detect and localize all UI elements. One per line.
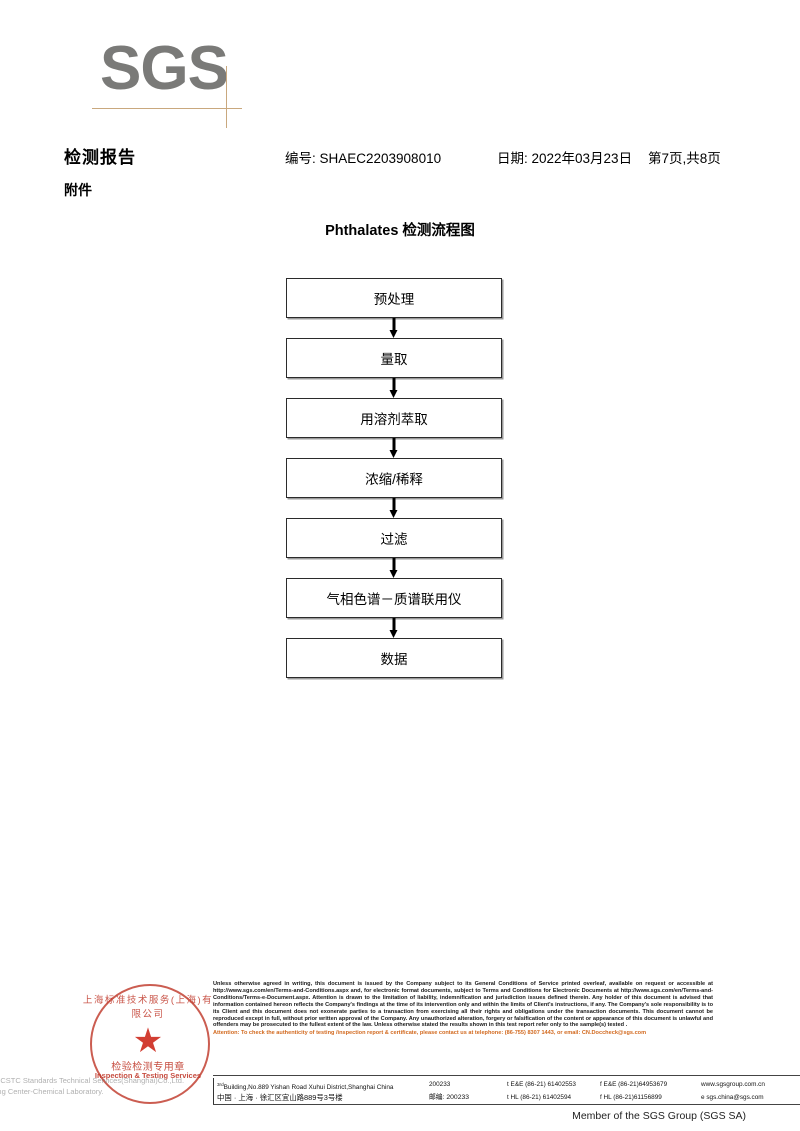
flow-node-7: 数据 [286, 638, 502, 678]
attention-notice: Attention: To check the authenticity of … [213, 1030, 647, 1037]
tel-en-1: t E&E (86-21) 61402553 [507, 1081, 576, 1088]
page-footer: 上海标准技术服务(上海)有限公司 ★ 检验检测专用章 Inspection & … [0, 975, 800, 1131]
flow-node-1: 预处理 [286, 278, 502, 318]
flow-node-label: 数据 [380, 652, 408, 667]
flow-node-label: 过滤 [380, 532, 408, 547]
attachment-label: 附件 [64, 182, 92, 198]
seal-english-text: Inspection & Testing Services [94, 1071, 202, 1080]
company-seal-stamp: 上海标准技术服务(上海)有限公司 ★ 检验检测专用章 Inspection & … [82, 980, 214, 1112]
address-en: 3rdBuilding,No.889 Yishan Road Xuhui Dis… [217, 1078, 393, 1094]
address-block: 3rdBuilding,No.889 Yishan Road Xuhui Dis… [213, 1078, 800, 1104]
watermark-line-1: SGS-CSTC Standards Technical Services(Sh… [0, 1076, 185, 1085]
zip-en: 200233 [429, 1081, 451, 1088]
address-en-text: Building,No.889 Yishan Road Xuhui Distri… [223, 1084, 394, 1092]
flow-node-3: 用溶剂萃取 [286, 398, 502, 438]
arrow-down-icon [389, 558, 399, 578]
email-link[interactable]: e sgs.china@sgs.com [701, 1094, 764, 1101]
seal-arc-text: 上海标准技术服务(上海)有限公司 [82, 995, 214, 1020]
tel-en-2: f E&E (86-21)64953679 [600, 1081, 668, 1088]
page-title: 检测报告 [64, 148, 136, 167]
website-link[interactable]: www.sgsgroup.com.cn [701, 1081, 765, 1088]
flow-connector-1 [286, 318, 502, 338]
flow-node-label: 气相色谱－质谱联用仪 [326, 592, 462, 607]
flowchart: 预处理 量取 用溶剂萃取 浓缩/稀释 [286, 278, 502, 678]
flow-node-2: 量取 [286, 338, 502, 378]
address-row-en: 3rdBuilding,No.889 Yishan Road Xuhui Dis… [217, 1078, 800, 1091]
seal-star-icon: ★ [132, 1022, 164, 1060]
flow-connector-2 [286, 378, 502, 398]
arrow-down-icon [389, 378, 399, 398]
footer-divider-top [213, 1075, 800, 1076]
lab-watermark: SGS-CSTC Standards Technical Services(Sh… [0, 1075, 192, 1097]
flow-node-5: 过滤 [286, 518, 502, 558]
flow-node-4: 浓缩/稀释 [286, 458, 502, 498]
flow-connector-5 [286, 558, 502, 578]
seal-circle-icon [90, 984, 210, 1104]
address-row-cn: 中国 · 上海 · 徐汇区宜山路889号3号楼 邮编: 200233 t HL … [217, 1091, 800, 1104]
sgs-logo: SGS [92, 34, 280, 128]
footer-divider-bottom [213, 1104, 800, 1105]
arrow-down-icon [389, 498, 399, 518]
arrow-down-icon [389, 318, 399, 338]
legal-body: Unless otherwise agreed in writing, this… [213, 981, 713, 1029]
flowchart-title: Phthalates 检测流程图 [325, 223, 475, 239]
sgs-logo-text: SGS [100, 34, 229, 103]
address-left-rule [213, 1078, 214, 1104]
logo-horizontal-rule [92, 108, 242, 109]
flow-node-6: 气相色谱－质谱联用仪 [286, 578, 502, 618]
watermark-line-2: Testing Center-Chemical Laboratory. [0, 1087, 104, 1096]
seal-chinese-text: 检验检测专用章 [111, 1062, 185, 1073]
legal-disclaimer: Unless otherwise agreed in writing, this… [213, 981, 713, 1037]
flow-connector-3 [286, 438, 502, 458]
logo-vertical-rule [226, 66, 227, 128]
page-indicator: 第7页,共8页 [648, 151, 721, 166]
address-ordinal-suffix: 3rd [217, 1082, 224, 1087]
report-number: 编号: SHAEC2203908010 [285, 151, 442, 166]
arrow-down-icon [389, 618, 399, 638]
member-line: Member of the SGS Group (SGS SA) [572, 1110, 746, 1122]
tel-cn-1: t HL (86-21) 61402594 [507, 1094, 572, 1101]
flow-connector-4 [286, 498, 502, 518]
flow-node-label: 量取 [380, 352, 408, 367]
address-cn: 中国 · 上海 · 徐汇区宜山路889号3号楼 [217, 1093, 343, 1102]
flow-node-label: 浓缩/稀释 [365, 472, 423, 487]
tel-cn-2: f HL (86-21)61156899 [600, 1094, 662, 1101]
report-date: 日期: 2022年03月23日 [497, 151, 633, 166]
arrow-down-icon [389, 438, 399, 458]
flow-connector-6 [286, 618, 502, 638]
flow-node-label: 用溶剂萃取 [360, 412, 428, 427]
zip-cn: 邮编: 200233 [429, 1094, 470, 1101]
flow-node-label: 预处理 [373, 292, 415, 307]
